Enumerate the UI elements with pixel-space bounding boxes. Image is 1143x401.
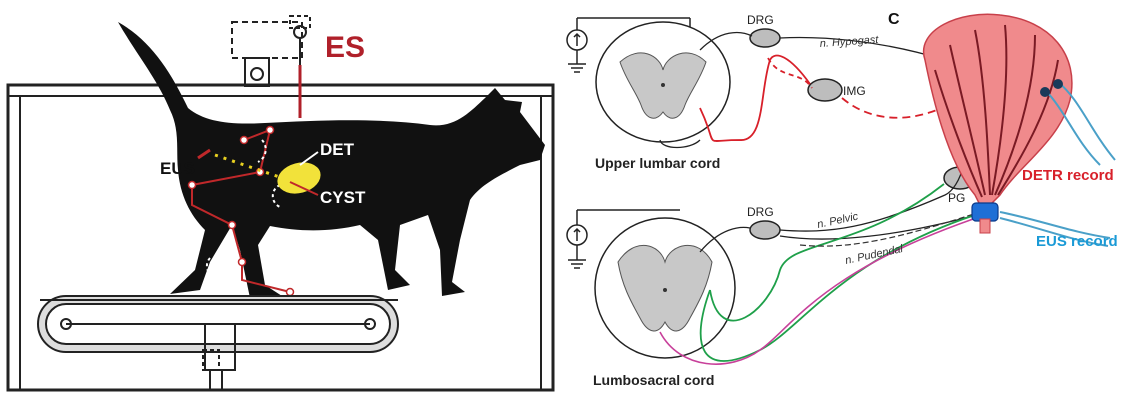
detr-electrode-tip-2 bbox=[1053, 79, 1063, 89]
stimulator-mount bbox=[232, 16, 310, 86]
right-panel: C bbox=[567, 11, 1118, 388]
drg-upper-label: DRG bbox=[747, 13, 774, 27]
img-label: IMG bbox=[843, 84, 866, 98]
hypogast-label: n. Hypogast bbox=[819, 34, 879, 50]
img-ganglion bbox=[808, 79, 842, 101]
left-panel: ES EUS DET CYST bbox=[8, 16, 553, 390]
pelvic-label: n. Pelvic bbox=[816, 210, 860, 230]
eus-sphincter bbox=[972, 203, 998, 221]
cyst-label: CYST bbox=[320, 188, 366, 207]
drg-lower-label: DRG bbox=[747, 205, 774, 219]
lower-cord-label: Lumbosacral cord bbox=[593, 372, 714, 388]
upper-cord-label: Upper lumbar cord bbox=[595, 155, 720, 171]
upper-lumbar-cord bbox=[596, 22, 730, 142]
drg-lower-ganglion bbox=[750, 221, 780, 239]
drg-upper-ganglion bbox=[750, 29, 780, 47]
eus-label: EUS bbox=[160, 159, 195, 178]
eus-record-label: EUS record bbox=[1036, 233, 1118, 250]
detr-record-label: DETR record bbox=[1022, 167, 1114, 184]
pudendal-label: n. Pudendal bbox=[844, 243, 904, 267]
panel-letter: C bbox=[888, 11, 900, 28]
detr-electrode-tip-1 bbox=[1040, 87, 1050, 97]
treadmill bbox=[38, 296, 398, 390]
pg-label: PG bbox=[948, 191, 965, 205]
det-label: DET bbox=[320, 140, 355, 159]
es-label: ES bbox=[325, 31, 365, 64]
green-nerves bbox=[701, 125, 992, 361]
bladder bbox=[924, 14, 1072, 233]
